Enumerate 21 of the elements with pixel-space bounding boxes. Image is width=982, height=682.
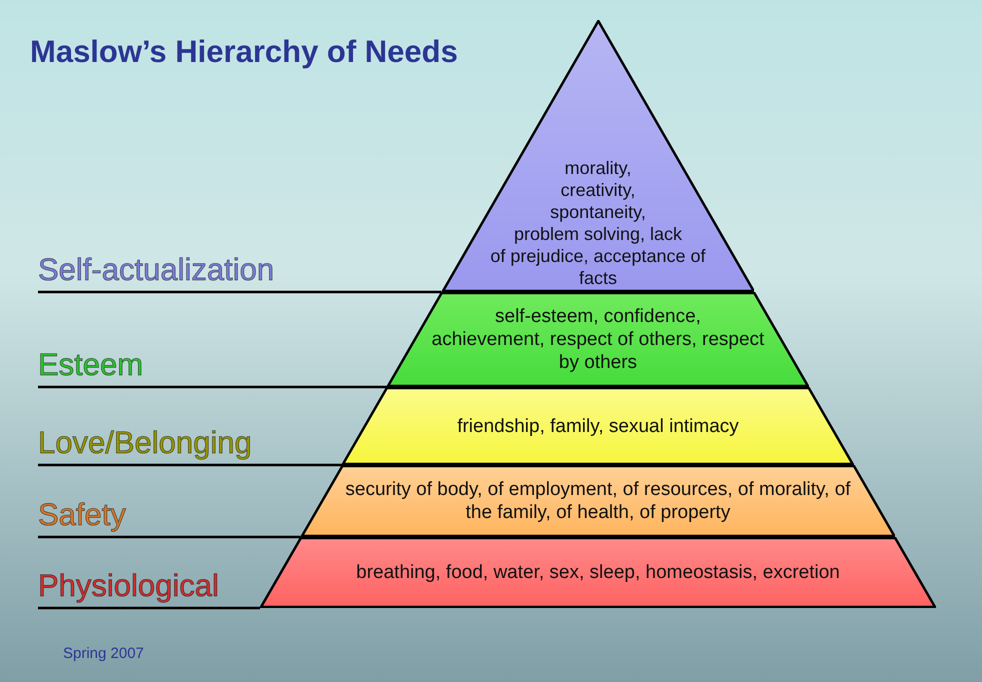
level-name: Safety <box>38 498 126 532</box>
level-description: security of body, of employment, of resources, of morality, of the family, of health, of property <box>344 478 852 524</box>
level-name: Self-actualization <box>38 253 274 287</box>
level-name: Love/Belonging <box>38 426 252 460</box>
leader-line <box>38 290 442 294</box>
level-description: morality, creativity, spontaneity, problem solving, lack of prejudice, acceptance of facts <box>489 157 707 289</box>
pyramid-level <box>387 292 809 387</box>
source-caption: Spring 2007 <box>63 645 144 662</box>
title: Maslow’s Hierarchy of Needs <box>30 34 458 70</box>
level-description: self-esteem, confidence, achievement, respect of others, respect by others <box>430 305 766 374</box>
leader-line <box>38 464 342 466</box>
leader-line <box>38 536 301 538</box>
level-name: Esteem <box>38 348 144 382</box>
pyramid-level <box>300 465 896 537</box>
leader-line <box>38 386 388 388</box>
leader-line <box>38 606 260 610</box>
level-name: Physiological <box>38 569 219 603</box>
pyramid-level <box>342 387 854 465</box>
level-description: breathing, food, water, sex, sleep, homeostasis, excretion <box>355 561 841 584</box>
level-description: friendship, family, sexual intimacy <box>456 414 740 438</box>
pyramid-level <box>260 537 936 608</box>
